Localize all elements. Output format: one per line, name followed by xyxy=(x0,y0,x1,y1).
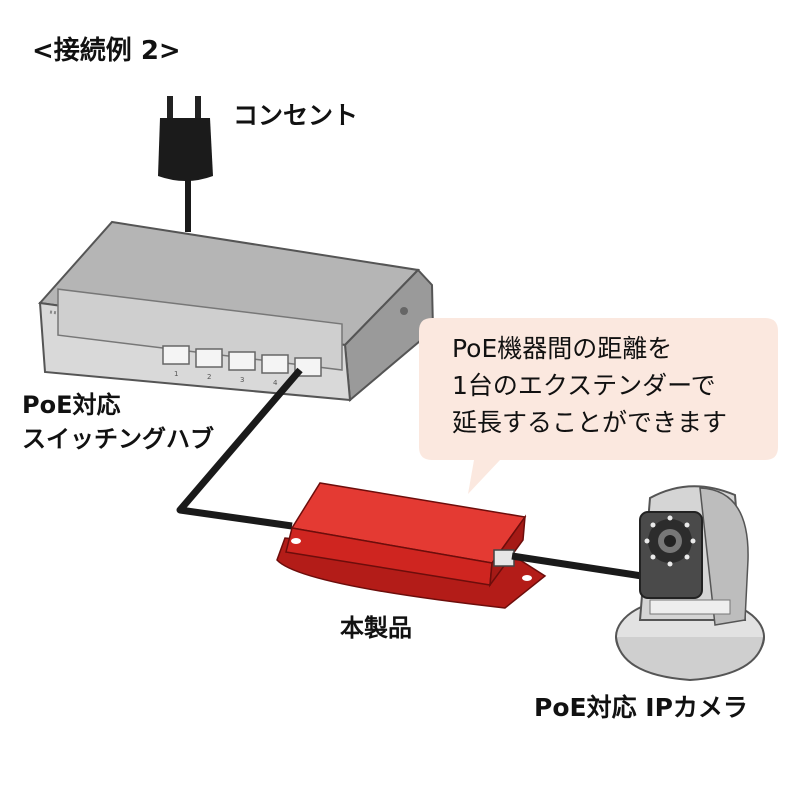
poe-extender-icon xyxy=(276,482,547,609)
hub-label: PoE対応 スイッチングハブ xyxy=(22,388,214,456)
outlet-label: コンセント xyxy=(233,101,359,130)
hub-label-line2: スイッチングハブ xyxy=(22,425,214,453)
port-number-1: 1 xyxy=(174,370,178,378)
hub-label-line1: PoE対応 xyxy=(22,391,121,419)
switching-hub-icon xyxy=(38,220,435,403)
ip-camera-icon xyxy=(615,485,765,682)
callout-line2: 1台のエクステンダーで xyxy=(452,371,716,400)
port-number-4: 4 xyxy=(273,379,278,387)
callout-bubble xyxy=(419,318,778,494)
page-title: <接続例 2> xyxy=(32,36,181,66)
callout-line3: 延長することができます xyxy=(452,408,728,437)
ethernet-cable-camera xyxy=(511,552,643,580)
product-label: 本製品 xyxy=(340,614,412,642)
port-number-3: 3 xyxy=(240,376,244,384)
callout-line1: PoE機器間の距離を xyxy=(452,334,673,363)
ethernet-cable-hub xyxy=(176,367,303,530)
camera-label: PoE対応 IPカメラ xyxy=(534,693,748,722)
callout-text: PoE機器間の距離を 1台のエクステンダーで 延長することができます xyxy=(452,330,727,441)
power-plug-icon xyxy=(158,96,213,181)
port-number-2: 2 xyxy=(207,373,211,381)
hub-ports xyxy=(162,345,322,377)
